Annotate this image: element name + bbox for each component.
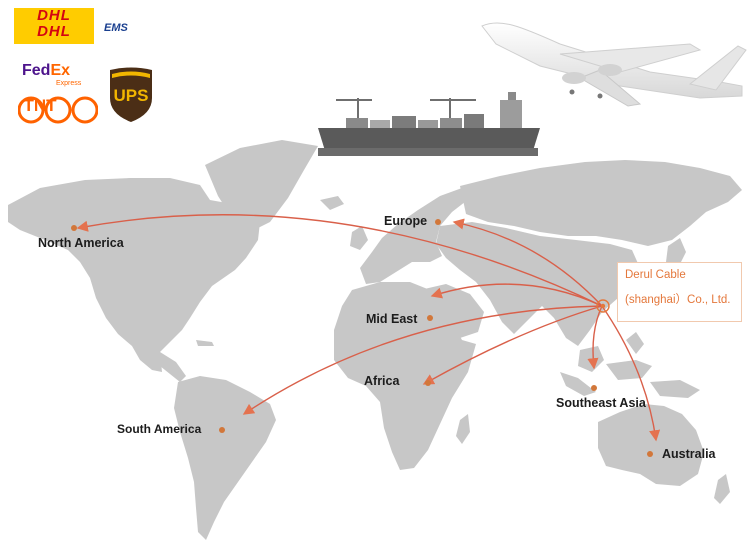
- route-australia: [601, 305, 661, 442]
- tnt-logo: [18, 96, 98, 124]
- region-label-africa: Africa: [364, 374, 400, 388]
- uk-shape: [350, 226, 368, 250]
- fedex-express-text: Express: [56, 80, 82, 87]
- ups-logo-text: UPS: [113, 86, 149, 105]
- dot-south-america: [219, 427, 225, 433]
- fedex-logo-ex: Ex: [50, 62, 71, 79]
- iceland-shape: [320, 196, 344, 210]
- destination-dots: [71, 219, 653, 457]
- route-africa: [422, 305, 603, 385]
- region-label-southeast-asia: Southeast Asia: [556, 396, 646, 410]
- europe-shape: [360, 188, 470, 284]
- route-europe: [452, 218, 603, 307]
- south-america-shape: [174, 376, 276, 540]
- dot-mid-east: [427, 315, 433, 321]
- dot-southeast-asia: [591, 385, 597, 391]
- route-south-america: [242, 305, 603, 415]
- dhl-logo-text: DHL: [37, 7, 71, 24]
- dot-australia: [647, 451, 653, 457]
- continents: [8, 140, 742, 540]
- new-zealand-shape: [714, 474, 730, 504]
- origin-company-city: (shanghai）Co., Ltd.: [625, 294, 731, 306]
- region-label-australia: Australia: [662, 447, 716, 461]
- origin-company-name: Derul Cable: [625, 269, 686, 281]
- caribbean-shape: [196, 340, 214, 346]
- origin-company-box: Derul Cable (shanghai）Co., Ltd.: [617, 262, 742, 322]
- shipping-routes: [76, 214, 661, 442]
- fedex-logo-fe: Fed: [22, 62, 51, 79]
- region-label-north-america: North America: [38, 236, 124, 250]
- tnt-logo-text: TNT: [23, 96, 57, 115]
- new-guinea-shape: [650, 380, 700, 398]
- region-label-europe: Europe: [384, 214, 428, 228]
- dot-north-america: [71, 225, 77, 231]
- airplane-illustration: [481, 22, 747, 107]
- australia-shape: [598, 404, 704, 486]
- central-america-shape: [160, 352, 186, 382]
- ups-logo: [110, 67, 152, 122]
- origin-marker: [596, 299, 610, 313]
- dhl-logo: DHL DHL: [14, 7, 94, 44]
- cargo-ship-illustration: [318, 92, 540, 156]
- fedex-logo: FedEx: [22, 62, 70, 80]
- north-america-shape: [8, 178, 260, 372]
- route-mid-east: [430, 283, 603, 307]
- route-north-america: [76, 214, 603, 307]
- region-label-south-america: South America: [117, 422, 202, 436]
- northern-asia-shape: [460, 160, 742, 246]
- dot-africa: [425, 380, 431, 386]
- southeast-asia-shape: [560, 332, 652, 396]
- dhl-logo-text-repeat: DHL: [37, 23, 71, 40]
- dot-europe: [435, 219, 441, 225]
- africa-shape: [334, 282, 476, 470]
- asia-shape: [436, 222, 640, 346]
- madagascar-shape: [456, 414, 470, 444]
- ems-logo: EMS: [104, 22, 128, 34]
- region-label-mid-east: Mid East: [366, 312, 418, 326]
